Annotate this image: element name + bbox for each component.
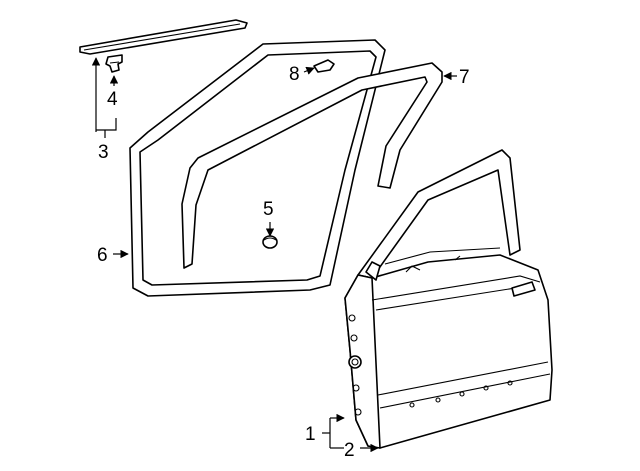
callout-1: 1	[305, 424, 316, 445]
callout-labels: 1 2 3 4 5 6 7 8	[97, 64, 470, 461]
weatherstrip-fastener	[313, 59, 335, 73]
callout-2: 2	[344, 440, 355, 461]
callout-4: 4	[107, 89, 118, 110]
door-plug	[262, 235, 278, 249]
molding-clip	[105, 54, 123, 73]
leader-lines	[96, 58, 457, 453]
door-frame-weatherstrip	[181, 62, 443, 269]
belt-molding-strip	[79, 19, 248, 55]
callout-3: 3	[98, 142, 109, 163]
callout-8: 8	[289, 64, 300, 85]
callout-5: 5	[263, 199, 274, 220]
callout-6: 6	[97, 245, 108, 266]
callout-7: 7	[459, 67, 470, 88]
door-opening-weatherstrip	[129, 39, 386, 297]
door-shell	[344, 149, 553, 449]
